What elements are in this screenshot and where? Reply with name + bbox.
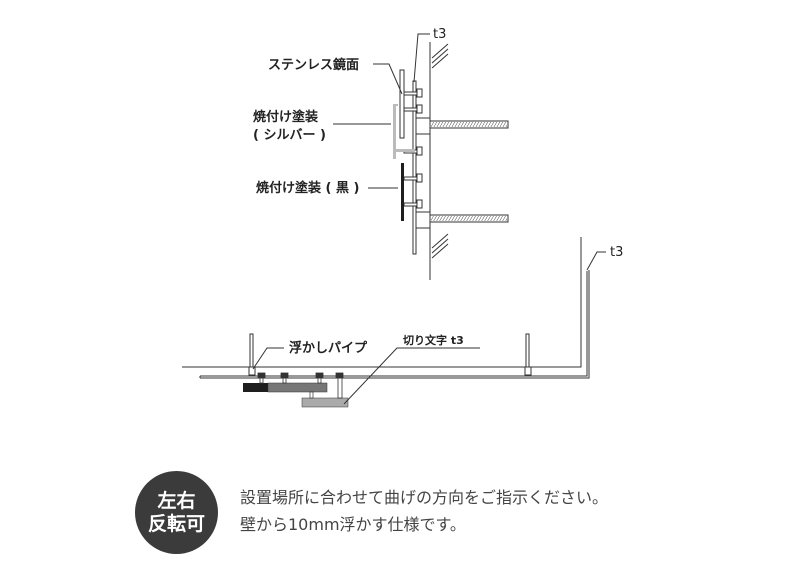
bottom-plan-view <box>182 237 590 379</box>
bottom-studs <box>257 372 344 399</box>
bottom-letters <box>243 382 349 408</box>
stainless-panel <box>399 69 405 139</box>
label-t3-top: t3 <box>433 27 446 42</box>
reversible-badge: 左右 反転可 <box>135 471 218 554</box>
label-stainless-mirror: ステンレス鏡面 <box>268 57 359 73</box>
badge-line-1: 左右 <box>157 489 196 512</box>
label-baked-silver-1: 焼付け塗装 <box>253 109 318 125</box>
black-panel <box>401 163 404 221</box>
silver-panel <box>393 104 415 159</box>
label-cut-letters: 切り文字 t3 <box>403 333 464 347</box>
install-note: 設置場所に合わせて曲げの方向をご指示ください。 壁から10mm浮かす仕様です。 <box>240 484 608 538</box>
bottom-leader-lines <box>252 251 606 405</box>
label-baked-silver-2: ( シルバー ) <box>253 128 326 143</box>
note-line-2: 壁から10mm浮かす仕様です。 <box>240 515 466 534</box>
top-leader-lines <box>333 33 430 189</box>
top-side-view <box>412 42 509 280</box>
label-t3-right: t3 <box>610 245 623 260</box>
label-baked-black: 焼付け塗装 ( 黒 ) <box>256 180 359 196</box>
badge-line-2: 反転可 <box>147 512 205 535</box>
note-line-1: 設置場所に合わせて曲げの方向をご指示ください。 <box>240 488 609 507</box>
label-float-pipe: 浮かしパイプ <box>289 340 368 356</box>
